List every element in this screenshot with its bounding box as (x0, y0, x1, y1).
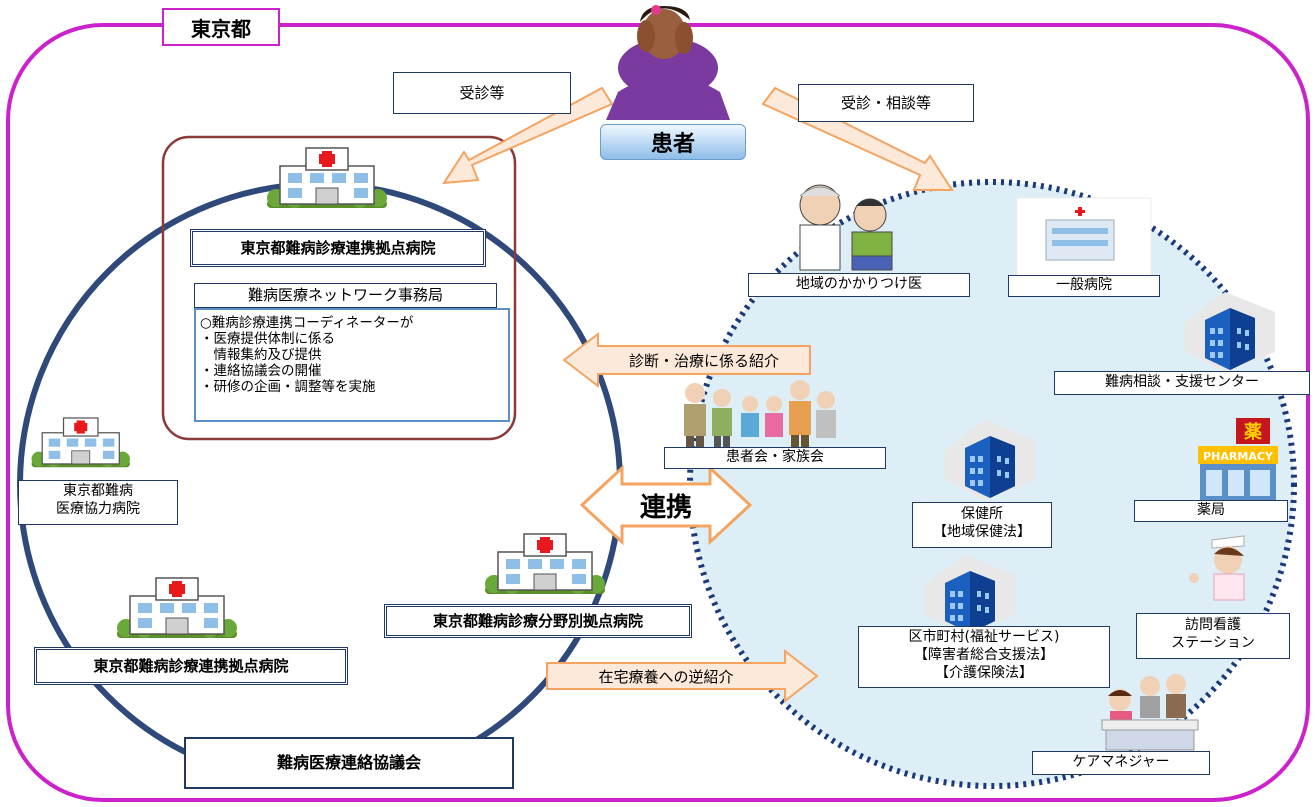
community-dotted-border (687, 179, 1297, 789)
specialty-hospital-icon (484, 533, 606, 595)
hub-bottom-hospital-icon (116, 577, 238, 639)
council-label: 難病医療連絡協議会 (184, 737, 514, 789)
cooperating-hospital-line2: 医療協力病院 (56, 500, 140, 517)
municipality-line2: 【障害者総合支援法】 (914, 647, 1054, 664)
care-manager-label: ケアマネジャー (1032, 751, 1210, 775)
municipality-line1: 区市町村(福祉サービス) (908, 629, 1060, 645)
cooperating-hospital-icon (30, 417, 131, 468)
pharmacy-kanji: 薬 (1244, 422, 1262, 443)
pharmacy-icon: 薬 PHARMACY (1198, 418, 1278, 500)
arrow-referral-diagnosis (562, 331, 811, 389)
health-center-name: 保健所 (961, 506, 1003, 522)
arrow-home-care-referral (546, 648, 819, 704)
patient-groups-label: 患者会・家族会 (664, 447, 886, 469)
general-hospital-icon (1016, 197, 1152, 277)
specialty-hub-label: 東京都難病診療分野別拠点病院 (384, 604, 692, 638)
coordinator-task: 情報集約及び提供 (200, 346, 322, 363)
hub-hospital-icon (266, 147, 388, 209)
health-center-label: 保健所 【地域保健法】 (912, 502, 1052, 548)
arrow-cooperation (579, 464, 753, 546)
cooperation-label: 連携 (639, 492, 692, 523)
coordinator-task: ○難病診療連携コーディネーターが (200, 315, 414, 331)
pharmacy-sign: PHARMACY (1203, 450, 1274, 463)
home-nursing-label: 訪問看護 ステーション (1136, 613, 1290, 659)
coordinator-task: ・医療提供体制に係る (200, 330, 335, 347)
municipality-line3: 【介護保険法】 (935, 665, 1033, 682)
coordinator-task: ・連絡協議会の開催 (200, 362, 322, 379)
home-nursing-line1: 訪問看護 (1185, 617, 1241, 633)
referral-diagnosis-label: 診断・治療に係る紹介 (628, 351, 779, 370)
patient-figure (606, 5, 730, 120)
municipality-label: 区市町村(福祉サービス) 【障害者総合支援法】 【介護保険法】 (858, 626, 1110, 688)
general-hospital-label: 一般病院 (1008, 275, 1160, 297)
support-center-label: 難病相談・支援センター (1054, 371, 1310, 395)
home-nursing-line2: ステーション (1171, 634, 1255, 651)
hub-hospital-label-top: 東京都難病診療連携拠点病院 (190, 229, 486, 267)
cooperating-hospital-label: 東京都難病 医療協力病院 (18, 480, 178, 525)
coordinator-box: ○難病診療連携コーディネーターが ・医療提供体制に係る 情報集約及び提供 ・連絡… (194, 308, 510, 422)
consult-label-left: 受診等 (393, 72, 571, 114)
nurse-illustration (1189, 535, 1245, 601)
health-center-law: 【地域保健法】 (933, 523, 1031, 540)
care-manager-illustration (1101, 674, 1199, 751)
region-title: 東京都 (162, 8, 280, 46)
network-office-label: 難病医療ネットワーク事務局 (194, 283, 497, 308)
pharmacy-label: 薬局 (1134, 500, 1288, 522)
home-care-referral-label: 在宅療養への逆紹介 (598, 667, 734, 686)
coordinator-task-list: ○難病診療連携コーディネーターが ・医療提供体制に係る 情報集約及び提供 ・連絡… (200, 315, 508, 396)
patient-groups-illustration (684, 380, 836, 448)
patient-badge: 患者 (600, 124, 746, 160)
hub-hospital-label-bottom: 東京都難病診療連携拠点病院 (34, 647, 348, 685)
consult-label-right: 受診・相談等 (798, 84, 974, 122)
family-doctor-illustration (799, 184, 893, 271)
cooperating-hospital-line1: 東京都難病 (63, 483, 133, 499)
family-doctor-label: 地域のかかりつけ医 (748, 273, 970, 297)
hub-panel (161, 135, 517, 441)
coordinator-task: ・研修の企画・調整等を実施 (200, 378, 376, 395)
